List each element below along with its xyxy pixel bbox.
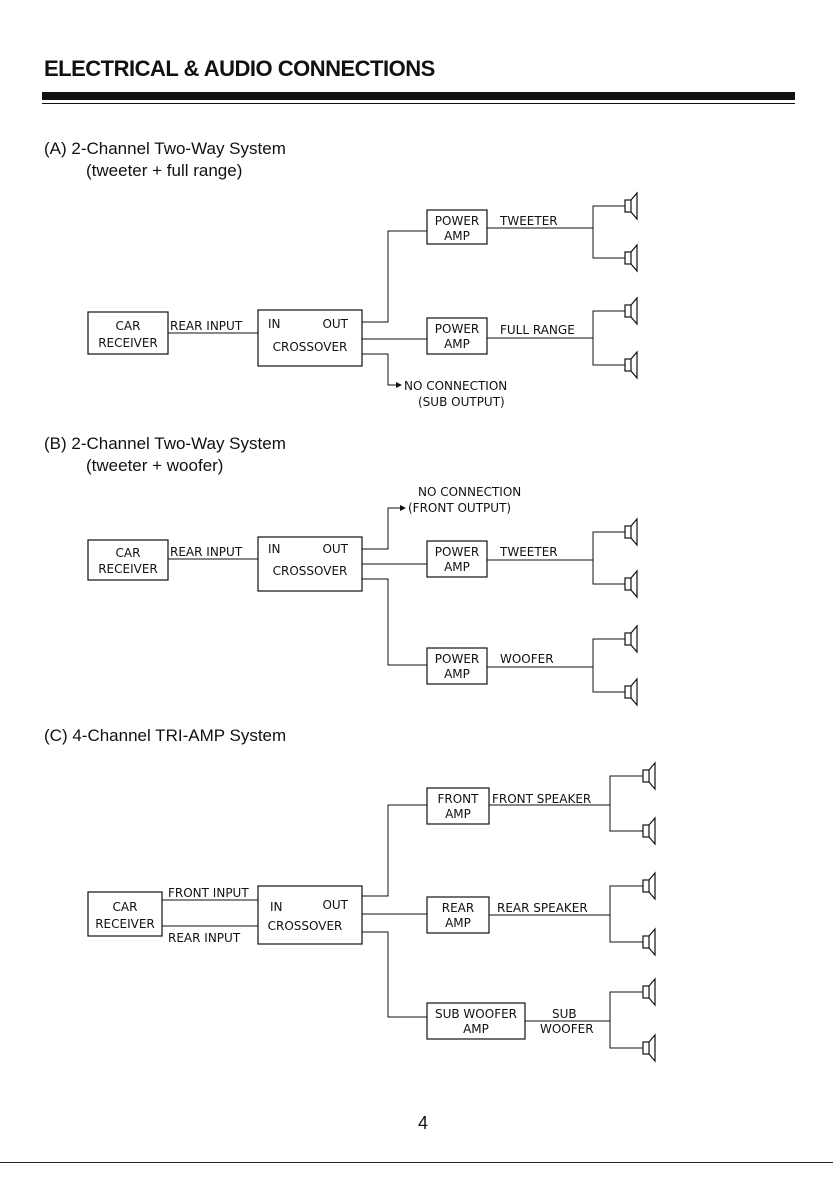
speaker-icon bbox=[642, 1034, 656, 1062]
tweeter-label: TWEETER bbox=[499, 545, 558, 559]
car-receiver-label: RECEIVER bbox=[98, 336, 158, 350]
speaker-icon bbox=[624, 244, 638, 272]
speaker-icon bbox=[642, 817, 656, 845]
page-number: 4 bbox=[418, 1113, 429, 1133]
crossover-box bbox=[257, 309, 363, 367]
power-amp-label: AMP bbox=[444, 229, 470, 243]
crossover-label: CROSSOVER bbox=[273, 564, 348, 578]
speaker-icon bbox=[624, 570, 638, 598]
rear-input-label: REAR INPUT bbox=[170, 545, 243, 559]
car-receiver-label: RECEIVER bbox=[95, 917, 155, 931]
rear-speaker-label: REAR SPEAKER bbox=[497, 901, 588, 915]
speaker-icon bbox=[642, 872, 656, 900]
car-receiver-box bbox=[87, 891, 163, 937]
crossover-in-label: IN bbox=[268, 317, 281, 331]
page-title: ELECTRICAL & AUDIO CONNECTIONS bbox=[44, 56, 435, 81]
sub-woofer-amp-label: AMP bbox=[463, 1022, 489, 1036]
car-receiver-label: CAR bbox=[116, 319, 141, 333]
section-a-title: (A) 2-Channel Two-Way System bbox=[44, 139, 286, 158]
crossover-label: CROSSOVER bbox=[273, 340, 348, 354]
speaker-icon bbox=[642, 978, 656, 1006]
rear-amp-label: REAR bbox=[442, 901, 474, 915]
full-range-label: FULL RANGE bbox=[500, 323, 575, 337]
woofer-label: WOOFER bbox=[500, 652, 554, 666]
front-amp-label: FRONT bbox=[438, 792, 480, 806]
speaker-icon bbox=[642, 762, 656, 790]
front-speaker-label: FRONT SPEAKER bbox=[492, 792, 591, 806]
speaker-icon bbox=[624, 518, 638, 546]
no-connection-note: (FRONT OUTPUT) bbox=[408, 501, 511, 515]
car-receiver-label: CAR bbox=[116, 546, 141, 560]
car-receiver-box bbox=[87, 539, 169, 581]
car-receiver-label: RECEIVER bbox=[98, 562, 158, 576]
title-rule-thin bbox=[42, 103, 795, 104]
power-amp-label: AMP bbox=[444, 667, 470, 681]
title-rule-thick bbox=[42, 92, 795, 100]
power-amp-box bbox=[426, 209, 488, 245]
diagram-b: CAR RECEIVER REAR INPUT IN OUT CROSSOVER… bbox=[87, 485, 638, 706]
power-amp-label: POWER bbox=[435, 214, 479, 228]
power-amp-label: POWER bbox=[435, 545, 479, 559]
crossover-out-label: OUT bbox=[322, 542, 348, 556]
crossover-in-label: IN bbox=[270, 900, 283, 914]
power-amp-box bbox=[426, 540, 488, 578]
section-c-title: (C) 4-Channel TRI-AMP System bbox=[44, 726, 287, 745]
power-amp-box bbox=[426, 647, 488, 685]
sub-woofer-label: SUB bbox=[552, 1007, 577, 1021]
sub-woofer-label: WOOFER bbox=[540, 1022, 594, 1036]
no-connection-note: NO CONNECTION bbox=[404, 379, 507, 393]
power-amp-label: AMP bbox=[444, 560, 470, 574]
section-b-subtitle: (tweeter + woofer) bbox=[86, 456, 224, 475]
speaker-icon bbox=[624, 297, 638, 325]
section-a-subtitle: (tweeter + full range) bbox=[86, 161, 243, 180]
power-amp-label: AMP bbox=[444, 337, 470, 351]
speaker-icon bbox=[624, 351, 638, 379]
bottom-rule bbox=[0, 1162, 833, 1163]
power-amp-label: POWER bbox=[435, 652, 479, 666]
crossover-out-label: OUT bbox=[322, 898, 348, 912]
rear-input-label: REAR INPUT bbox=[170, 319, 243, 333]
rear-amp-label: AMP bbox=[445, 916, 471, 930]
front-input-label: FRONT INPUT bbox=[168, 886, 249, 900]
no-connection-note: NO CONNECTION bbox=[418, 485, 521, 499]
diagram-c: CAR RECEIVER FRONT INPUT REAR INPUT IN O… bbox=[87, 762, 656, 1062]
tweeter-label: TWEETER bbox=[499, 214, 558, 228]
speaker-icon bbox=[624, 678, 638, 706]
crossover-label: CROSSOVER bbox=[268, 919, 343, 933]
speaker-icon bbox=[642, 928, 656, 956]
section-b-title: (B) 2-Channel Two-Way System bbox=[44, 434, 286, 453]
crossover-in-label: IN bbox=[268, 542, 281, 556]
sub-woofer-amp-label: SUB WOOFER bbox=[435, 1007, 517, 1021]
diagram-a: CAR RECEIVER REAR INPUT IN OUT CROSSOVER… bbox=[87, 192, 638, 409]
no-connection-note: (SUB OUTPUT) bbox=[418, 395, 505, 409]
front-amp-box bbox=[426, 787, 490, 825]
power-amp-box bbox=[426, 317, 488, 355]
speaker-icon bbox=[624, 192, 638, 220]
speaker-icon bbox=[624, 625, 638, 653]
front-amp-label: AMP bbox=[445, 807, 471, 821]
car-receiver-label: CAR bbox=[113, 900, 138, 914]
crossover-box bbox=[257, 885, 363, 945]
crossover-out-label: OUT bbox=[322, 317, 348, 331]
power-amp-label: POWER bbox=[435, 322, 479, 336]
rear-input-label: REAR INPUT bbox=[168, 931, 241, 945]
